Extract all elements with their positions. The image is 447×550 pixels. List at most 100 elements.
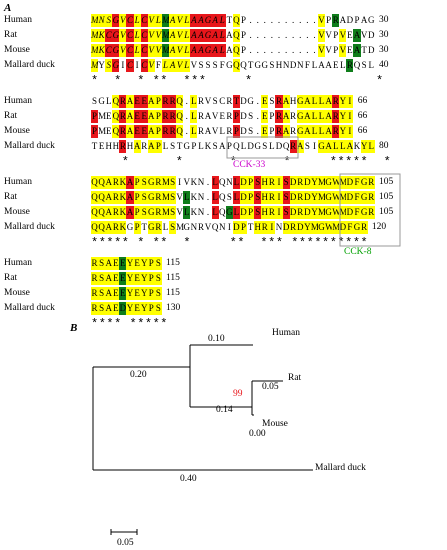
residue: D	[296, 221, 304, 234]
residue: S	[98, 287, 106, 300]
residue: Q	[233, 141, 240, 151]
residue: R	[275, 95, 283, 108]
branch-length-mouse: 0.00	[249, 429, 266, 439]
residue: .	[299, 15, 302, 25]
residue: R	[268, 191, 276, 204]
residue: R	[296, 206, 304, 219]
residue: Y	[140, 272, 148, 285]
residue: L	[211, 176, 219, 189]
residue: N	[218, 222, 226, 232]
consensus-markers: **** *****	[91, 317, 169, 331]
residue: G	[112, 29, 120, 42]
residue: R	[112, 206, 120, 219]
residue: Q	[98, 221, 106, 234]
residue: G	[325, 191, 333, 204]
residue: G	[318, 221, 326, 234]
residue: S	[212, 60, 218, 70]
residue: Q	[176, 95, 184, 108]
residue: .	[270, 30, 274, 40]
residue: P	[133, 221, 141, 234]
residue: L	[332, 140, 340, 153]
residue: F	[155, 60, 161, 70]
position-number: 66	[357, 111, 368, 121]
residue: M	[91, 59, 99, 72]
residue: S	[254, 206, 262, 219]
residue: L	[183, 44, 191, 57]
residue: E	[133, 125, 141, 138]
residue: A	[218, 141, 226, 151]
residue: Y	[310, 191, 318, 204]
residue: G	[112, 44, 120, 57]
residue: K	[190, 192, 198, 202]
residue: D	[303, 191, 311, 204]
residue: P	[154, 125, 162, 138]
residue: S	[254, 176, 262, 189]
residue: V	[204, 96, 212, 106]
residue: D	[289, 176, 297, 189]
residue: Y	[339, 125, 347, 138]
residue: R	[161, 125, 170, 138]
residue: L	[310, 125, 318, 138]
residue: .	[277, 45, 281, 55]
residue: I	[178, 177, 182, 187]
residue: A	[325, 60, 332, 70]
residue: C	[140, 44, 148, 57]
residue: V	[325, 30, 332, 40]
residue: .	[277, 15, 281, 25]
residue: R	[332, 110, 340, 123]
residue: H	[126, 141, 134, 151]
residue: D	[239, 206, 248, 219]
residue: T	[91, 141, 98, 151]
residue: A	[197, 29, 205, 42]
residue: L	[190, 125, 198, 138]
residue: M	[332, 221, 341, 234]
residue: Q	[232, 29, 240, 42]
residue: L	[183, 59, 191, 72]
residue: G	[296, 95, 304, 108]
residue: P	[147, 257, 155, 270]
residue: Q	[232, 59, 240, 72]
residue: Q	[112, 110, 120, 123]
residue: S	[169, 176, 177, 189]
residue: M	[98, 126, 107, 136]
residue: C	[140, 29, 148, 42]
residue: A	[169, 29, 177, 42]
cck8-region-box	[339, 173, 401, 247]
residue: M	[161, 176, 170, 189]
residue: M	[318, 191, 327, 204]
residue: A	[318, 60, 325, 70]
residue: A	[282, 125, 290, 138]
residue: H	[112, 141, 120, 151]
residue: A	[105, 176, 113, 189]
residue: C	[126, 29, 134, 42]
residue: V	[147, 44, 155, 57]
residue: I	[135, 60, 139, 70]
residue: N	[197, 192, 205, 202]
residue: K	[190, 177, 198, 187]
consensus-markers: * * * * ***** *	[91, 155, 392, 169]
residue: D	[303, 176, 311, 189]
residue: I	[268, 221, 276, 234]
residue: P	[232, 110, 240, 123]
residue: S	[198, 60, 204, 70]
residue: .	[263, 15, 266, 25]
residue: R	[346, 59, 354, 72]
residue: A	[325, 110, 333, 123]
residue: C	[126, 44, 134, 57]
residue: R	[112, 191, 120, 204]
residue: .	[306, 45, 309, 55]
residue: M	[176, 222, 185, 232]
residue: R	[91, 287, 99, 300]
residue: I	[312, 141, 316, 151]
residue: P	[269, 126, 275, 136]
residue: G	[360, 206, 368, 219]
residue: A	[105, 287, 113, 300]
residue: A	[105, 221, 113, 234]
